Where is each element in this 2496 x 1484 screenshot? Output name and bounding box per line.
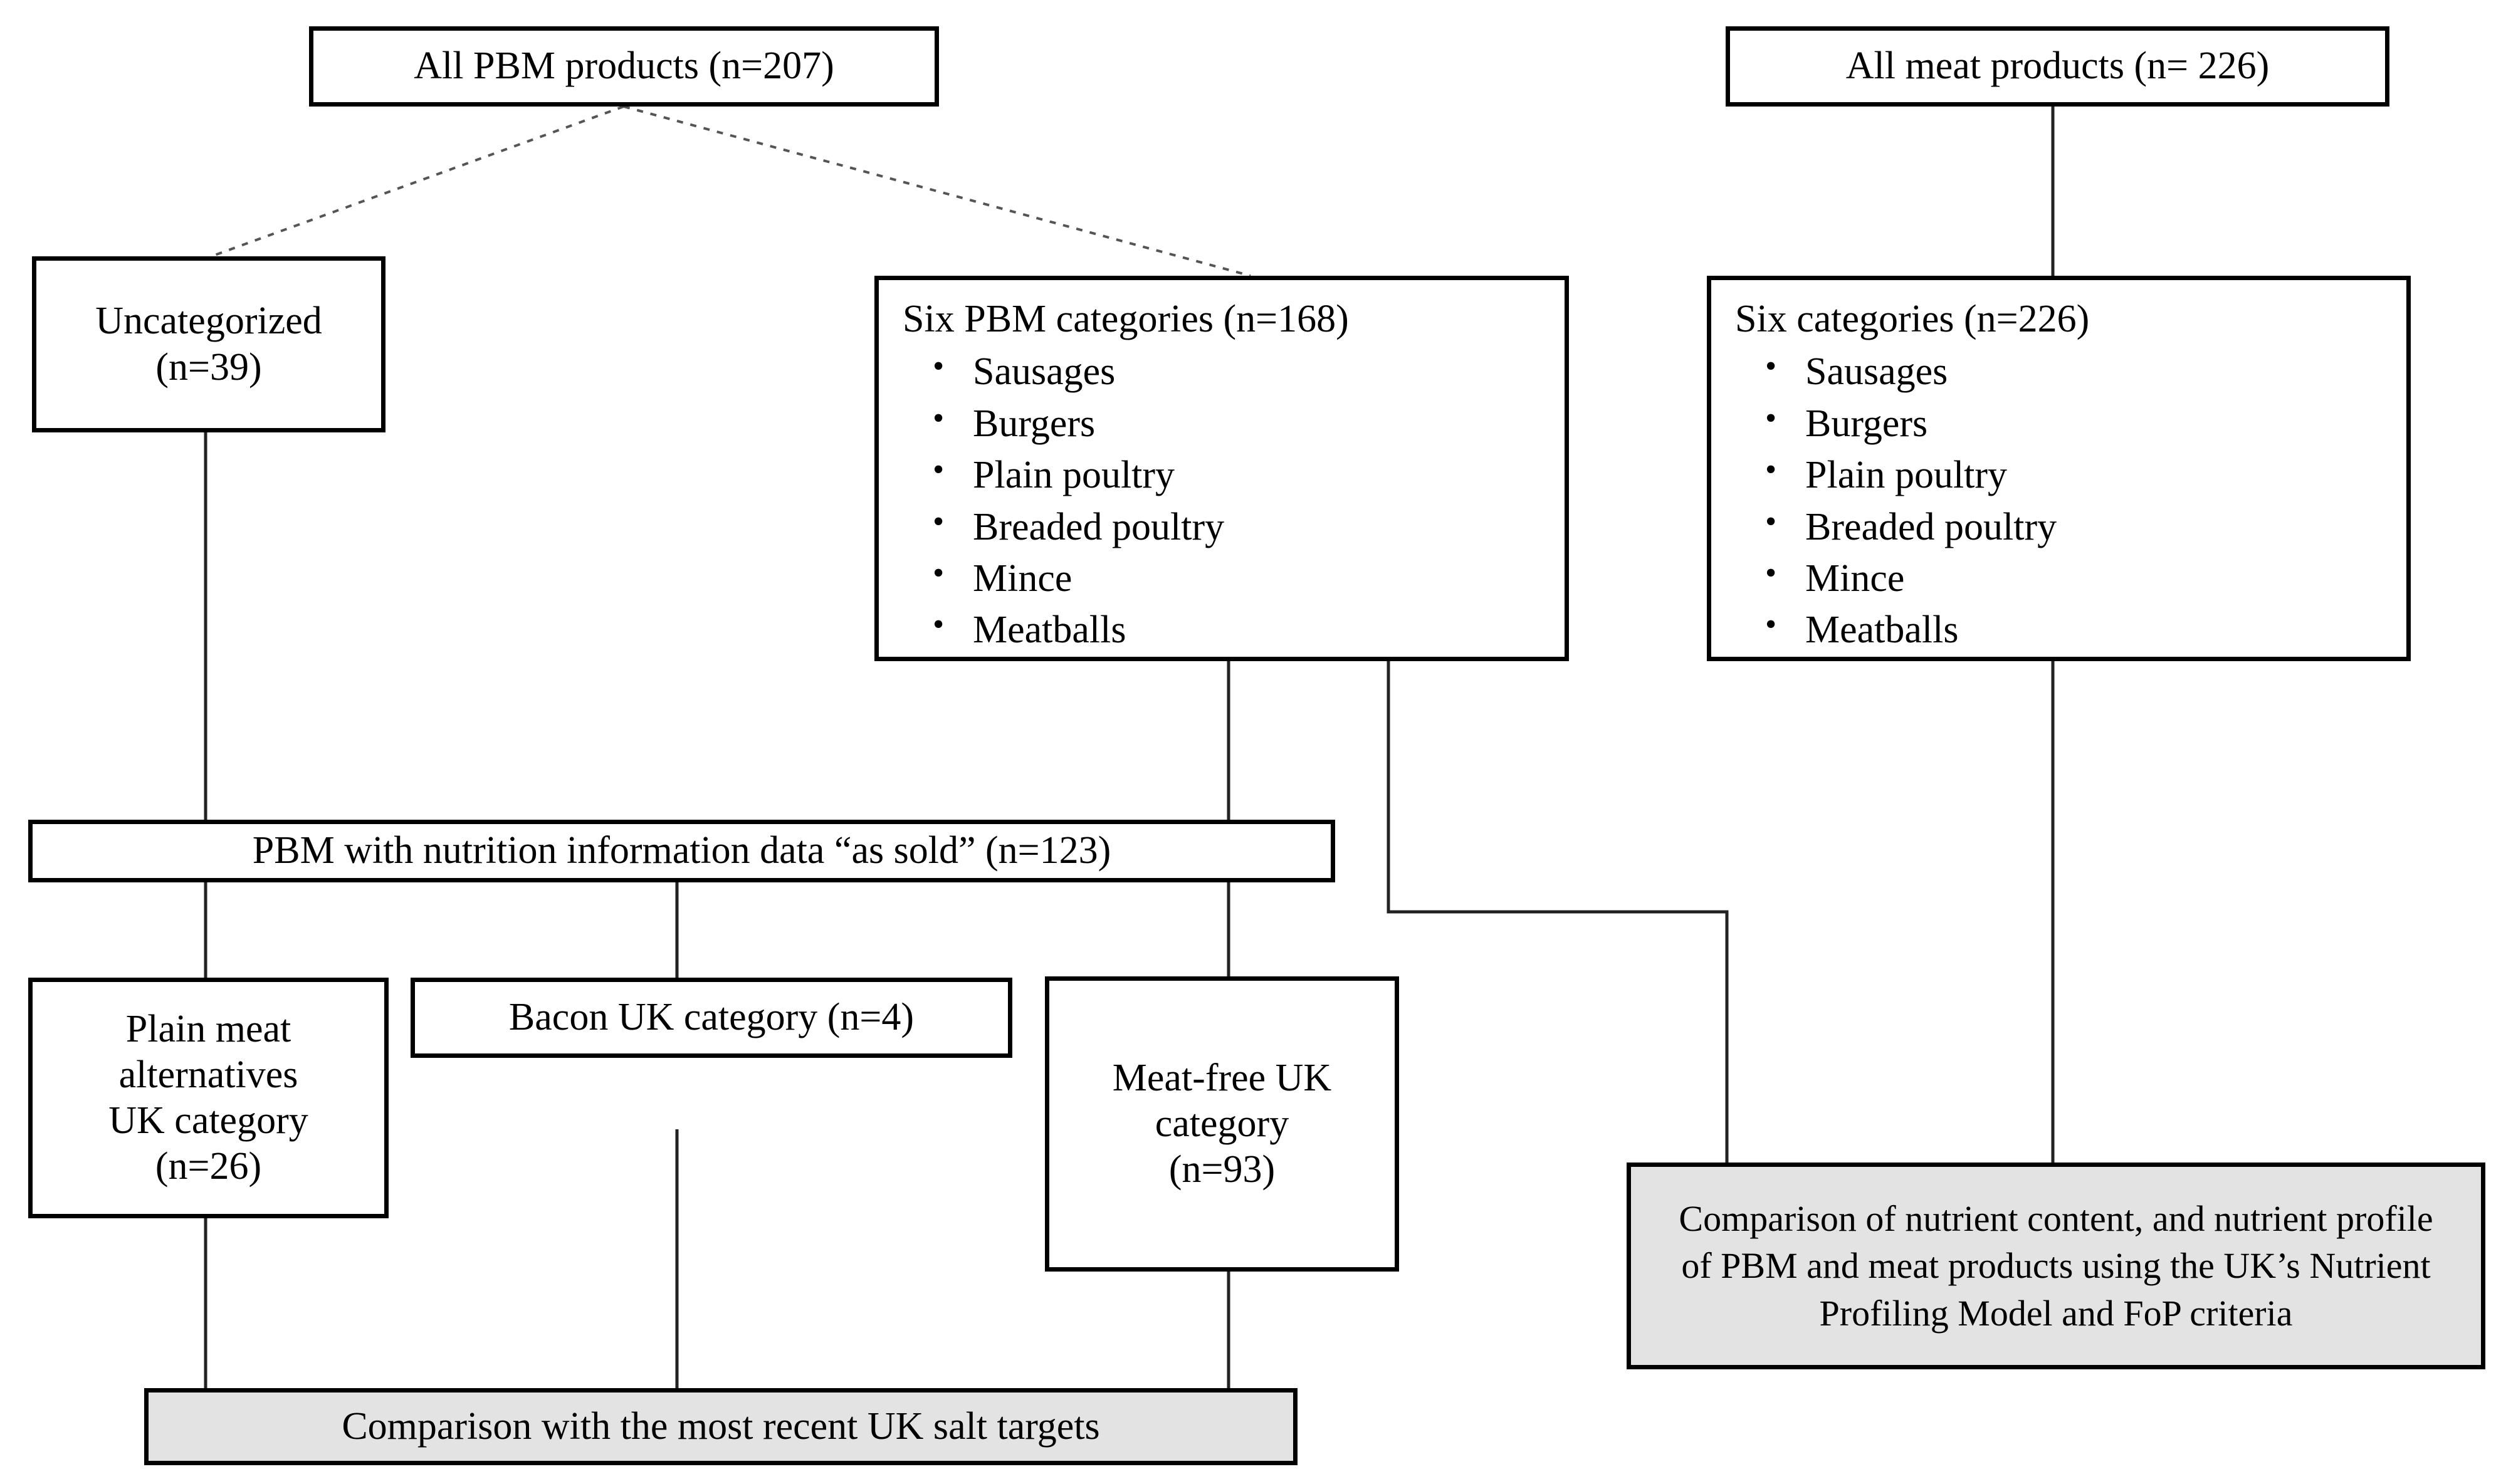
bullet-icon: • xyxy=(933,348,945,385)
list-item-label: Sausages xyxy=(1805,350,1948,394)
list-item: • Sausages xyxy=(898,346,1565,397)
edge-allpbm-to-uncategorized xyxy=(212,105,624,257)
list-item: • Plain poultry xyxy=(898,449,1565,501)
nutrient-comparison-label: Comparison of nutrient content, and nutr… xyxy=(1679,1198,2433,1334)
bullet-icon: • xyxy=(1765,555,1777,591)
bullet-icon: • xyxy=(1765,400,1777,436)
edge-allpbm-to-sixpbm xyxy=(623,105,1251,277)
list-item: • Sausages xyxy=(1730,346,2406,397)
node-plain-meat-alternatives-uk[interactable]: Plain meat alternatives UK category (n=2… xyxy=(28,978,389,1218)
list-item-label: Plain poultry xyxy=(1805,454,2008,497)
list-item: • Breaded poultry xyxy=(1730,501,2406,553)
bacon-uk-category-label: Bacon UK category (n=4) xyxy=(508,996,915,1039)
six-meat-categories-title: Six categories (n=226) xyxy=(1735,298,2090,340)
six-pbm-categories-list: • Sausages • Burgers • Plain poultry • B… xyxy=(898,346,1565,656)
pbm-with-nutrition-information-label: PBM with nutrition information data “as … xyxy=(252,829,1111,872)
list-item: • Meatballs xyxy=(898,604,1565,656)
list-item: • Breaded poultry xyxy=(898,501,1565,553)
list-item: • Plain poultry xyxy=(1730,449,2406,501)
bullet-icon: • xyxy=(933,400,945,436)
meat-free-uk-category-label: Meat-free UK category (n=93) xyxy=(1112,1056,1332,1191)
list-item-label: Mince xyxy=(973,556,1072,600)
bullet-icon: • xyxy=(933,503,945,540)
node-uncategorized[interactable]: Uncategorized (n=39) xyxy=(32,256,385,432)
node-all-pbm-products[interactable]: All PBM products (n=207) xyxy=(309,26,939,107)
uncategorized-label: Uncategorized (n=39) xyxy=(95,300,322,389)
all-pbm-products-label: All PBM products (n=207) xyxy=(414,44,834,88)
node-salt-targets-comparison[interactable]: Comparison with the most recent UK salt … xyxy=(144,1388,1298,1465)
node-meat-free-uk-category[interactable]: Meat-free UK category (n=93) xyxy=(1045,976,1399,1272)
bullet-icon: • xyxy=(1765,503,1777,540)
node-all-meat-products[interactable]: All meat products (n= 226) xyxy=(1726,26,2389,107)
plain-meat-alternatives-uk-label: Plain meat alternatives UK category (n=2… xyxy=(108,1007,308,1188)
bullet-icon: • xyxy=(933,607,945,643)
list-item-label: Sausages xyxy=(973,350,1116,394)
node-six-meat-categories[interactable]: Six categories (n=226) • Sausages • Burg… xyxy=(1707,276,2411,661)
six-meat-categories-list: • Sausages • Burgers • Plain poultry • B… xyxy=(1730,346,2406,656)
bullet-icon: • xyxy=(933,555,945,591)
list-item: • Meatballs xyxy=(1730,604,2406,656)
list-item: • Mince xyxy=(898,553,1565,604)
list-item: • Mince xyxy=(1730,553,2406,604)
list-item-label: Burgers xyxy=(973,402,1096,445)
list-item-label: Breaded poultry xyxy=(1805,505,2057,548)
node-bacon-uk-category[interactable]: Bacon UK category (n=4) xyxy=(411,978,1012,1058)
bullet-icon: • xyxy=(1765,607,1777,643)
list-item-label: Breaded poultry xyxy=(973,505,1225,548)
node-six-pbm-categories[interactable]: Six PBM categories (n=168) • Sausages • … xyxy=(874,276,1569,661)
bullet-icon: • xyxy=(1765,452,1777,488)
all-meat-products-label: All meat products (n= 226) xyxy=(1845,44,2270,88)
bullet-icon: • xyxy=(933,452,945,488)
bullet-icon: • xyxy=(1765,348,1777,385)
list-item-label: Mince xyxy=(1805,556,1905,600)
salt-targets-comparison-label: Comparison with the most recent UK salt … xyxy=(342,1404,1100,1448)
list-item: • Burgers xyxy=(898,398,1565,449)
list-item-label: Meatballs xyxy=(973,609,1126,652)
list-item-label: Meatballs xyxy=(1805,609,1959,652)
list-item-label: Plain poultry xyxy=(973,454,1175,497)
six-pbm-categories-title: Six PBM categories (n=168) xyxy=(903,298,1349,340)
list-item-label: Burgers xyxy=(1805,402,1928,445)
node-nutrient-comparison[interactable]: Comparison of nutrient content, and nutr… xyxy=(1627,1163,2485,1369)
list-item: • Burgers xyxy=(1730,398,2406,449)
node-pbm-with-nutrition-information[interactable]: PBM with nutrition information data “as … xyxy=(28,820,1335,882)
